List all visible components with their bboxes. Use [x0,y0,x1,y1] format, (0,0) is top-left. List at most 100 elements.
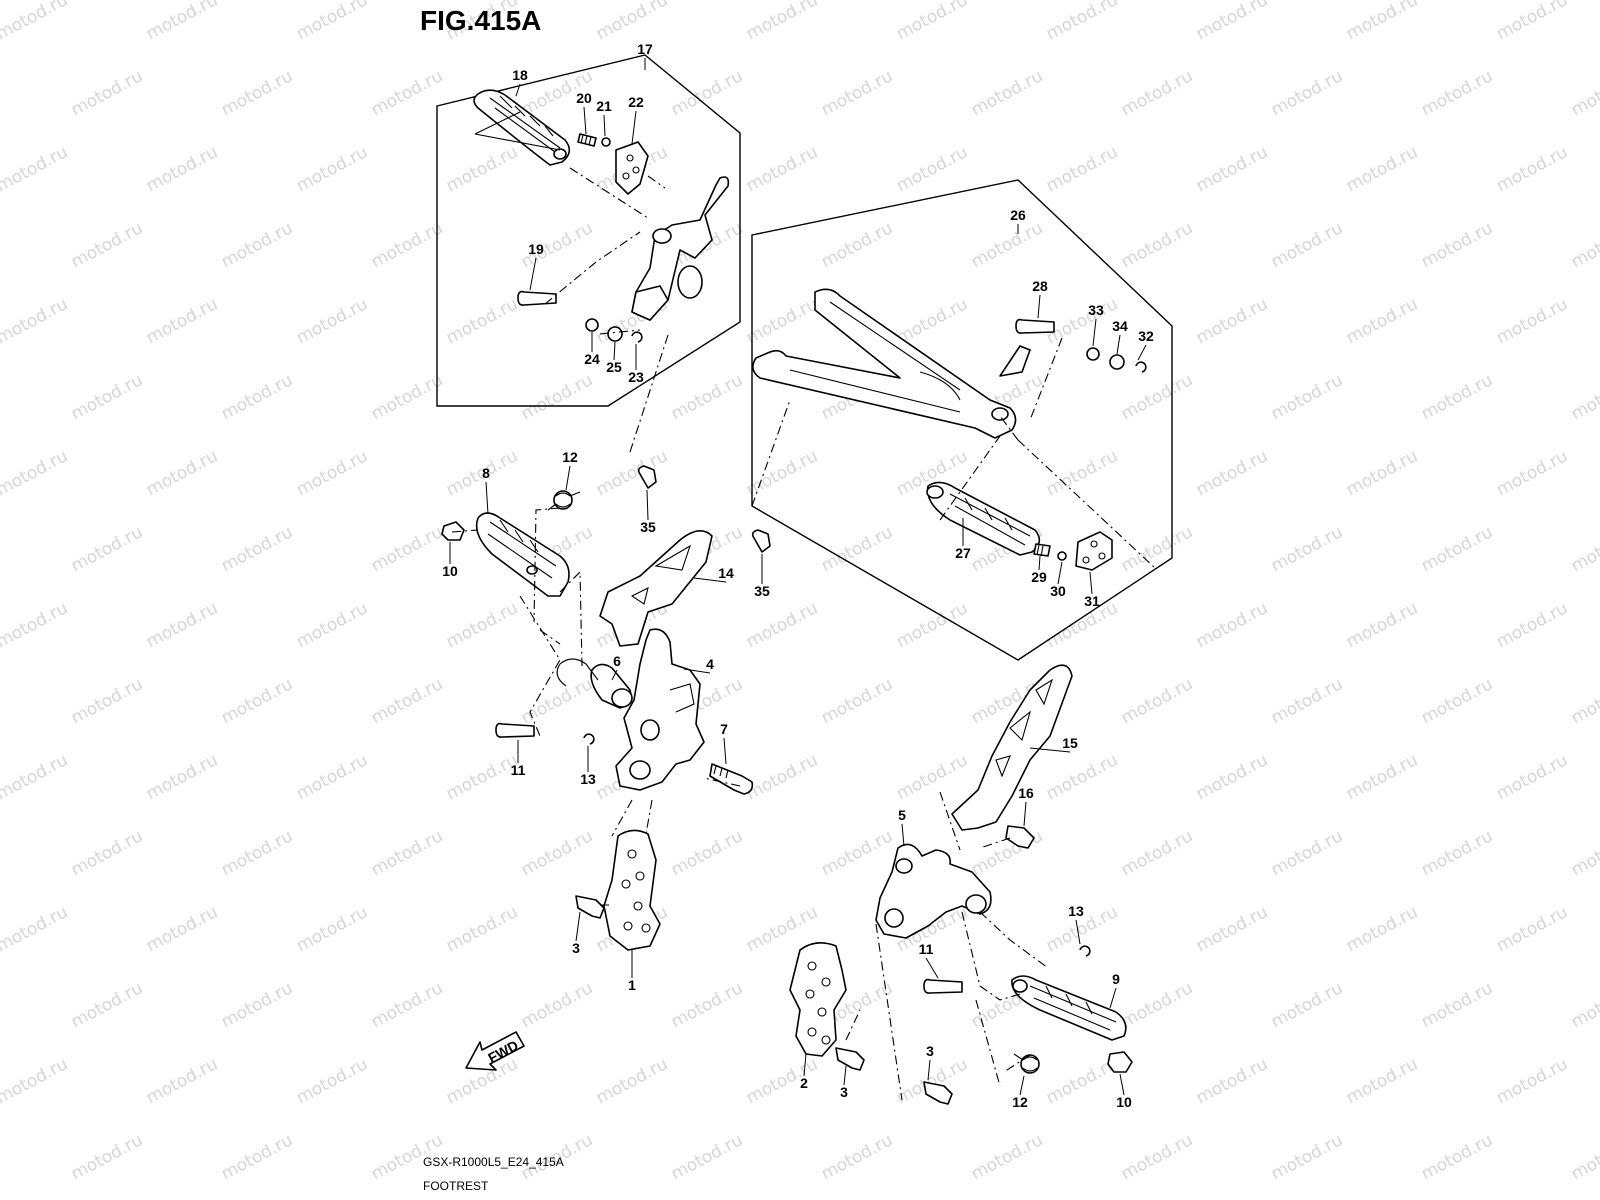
watermark-text: motod.ru [818,218,896,272]
clip-13b [1079,945,1091,957]
watermark-text: motod.ru [668,66,746,120]
watermark-text: motod.ru [1118,370,1196,424]
watermark-text: motod.ru [743,294,821,348]
callout-leader [803,1053,807,1077]
callout-leader [693,577,727,583]
watermark-text: motod.ru [68,218,146,272]
watermark-text: motod.ru [743,142,821,196]
callout-leader [1019,1075,1025,1096]
watermark-text: motod.ru [218,1130,296,1184]
watermark-text: motod.ru [743,0,821,44]
watermark-text: motod.ru [0,598,71,652]
heel-plate-15 [951,664,1073,831]
watermark-text: motod.ru [368,370,446,424]
plate-22 [615,141,649,195]
watermark-text: motod.ru [293,1054,371,1108]
callout-leader [1119,1073,1125,1096]
callout-number: 26 [1010,207,1026,223]
watermark-text: motod.ru [1193,598,1271,652]
watermark-text: motod.ru [518,826,596,880]
watermark-text: motod.ru [668,1130,746,1184]
watermark-text: motod.ru [368,218,446,272]
watermark-text: motod.ru [1568,1130,1600,1184]
callout-number: 20 [576,90,592,106]
callout-number: 21 [596,98,612,114]
watermark-text: motod.ru [0,750,71,804]
bolt-10b [1107,1051,1133,1073]
watermark-text: motod.ru [593,0,671,44]
watermark-text: motod.ru [968,218,1046,272]
watermark-text: motod.ru [0,1054,71,1108]
watermark-text: motod.ru [1268,522,1346,576]
callout-number: 17 [637,41,653,57]
callout-number: 3 [840,1084,848,1100]
callout-number: 31 [1084,593,1100,609]
watermark-text: motod.ru [1043,750,1121,804]
watermark-text: motod.ru [1418,218,1496,272]
watermark-text: motod.ru [1568,674,1600,728]
watermark-text: motod.ru [818,522,896,576]
watermark-text: motod.ru [1493,142,1571,196]
watermark-text: motod.ru [1418,522,1496,576]
clip-32 [1135,361,1147,373]
callout-leader [1116,334,1121,355]
watermark-text: motod.ru [1343,598,1421,652]
watermark-text: motod.ru [368,522,446,576]
watermark-text: motod.ru [1493,598,1571,652]
callout-leader [843,1065,847,1086]
callout-number: 28 [1032,278,1048,294]
assembly-lines-17 [544,167,669,453]
watermark-text: motod.ru [293,0,371,44]
callout-number: 33 [1088,302,1104,318]
callout-number: 11 [511,762,526,778]
pin-11b [923,978,963,994]
callout-leader [683,668,711,674]
callout-leader [515,83,521,97]
watermark-text: motod.ru [0,294,71,348]
watermark-text: motod.ru [368,66,446,120]
washer-25 [607,326,623,342]
plate-31 [1075,531,1113,571]
callout-leader [565,465,571,491]
watermark-text: motod.ru [68,1130,146,1184]
footpeg-18 [473,89,571,166]
watermark-text: motod.ru [1418,826,1496,880]
watermark-text: motod.ru [1493,1054,1571,1108]
figure-title: FIG.415A [420,5,541,36]
watermark-text: motod.ru [443,902,521,956]
bolt-16 [1005,825,1035,849]
watermark-text: motod.ru [818,674,896,728]
watermark-text: motod.ru [293,598,371,652]
watermark-text: motod.ru [1268,978,1346,1032]
callout-leader [529,257,537,291]
watermark-text: motod.ru [1568,370,1600,424]
watermark-text: motod.ru [668,370,746,424]
callout-leader [646,489,649,521]
watermark-text: motod.ru [1043,598,1121,652]
watermark-text: motod.ru [818,1130,896,1184]
watermark-text: motod.ru [68,370,146,424]
callout-leader [925,957,939,979]
watermark-text: motod.ru [1343,902,1421,956]
callout-number: 18 [512,67,528,83]
watermark-text: motod.ru [368,674,446,728]
watermark-text: motod.ru [1193,1054,1271,1108]
callout-number: 3 [572,940,580,956]
callout-leader [1075,919,1081,945]
callout-number: 29 [1031,569,1047,585]
callout-leader [723,737,727,765]
watermark-text: motod.ru [0,0,71,44]
pivot-6 [556,658,633,709]
watermark-text: motod.ru [743,598,821,652]
bolt-35 [637,465,657,489]
watermark-text: motod.ru [1268,826,1346,880]
watermark-text: motod.ru [1418,66,1496,120]
ball-30 [1057,551,1067,561]
callout-number: 12 [1012,1094,1028,1110]
watermark-text: motod.ru [143,294,221,348]
watermark-text: motod.ru [293,294,371,348]
watermark-text: motod.ru [368,978,446,1032]
watermark-text: motod.ru [218,370,296,424]
